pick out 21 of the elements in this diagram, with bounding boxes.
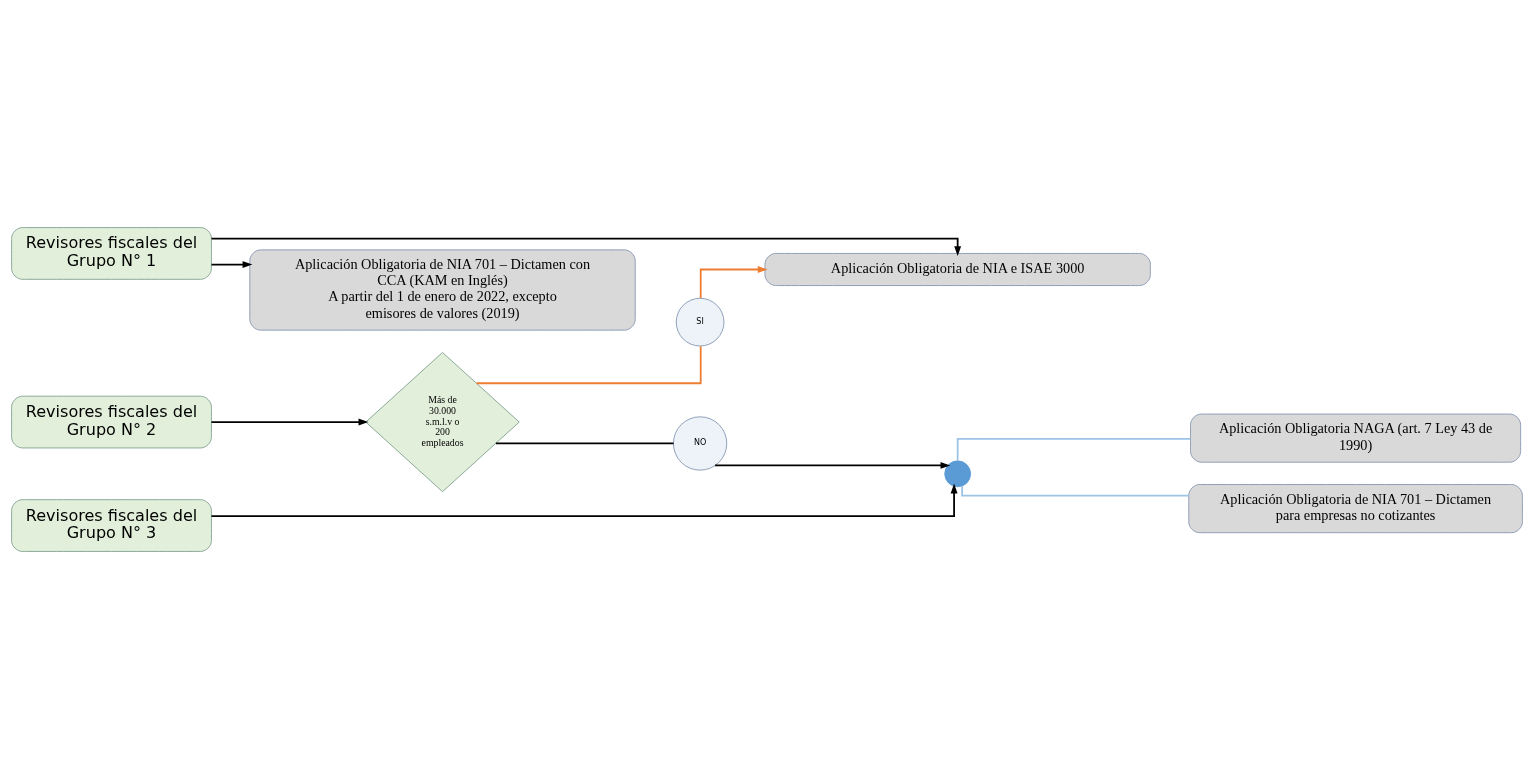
arrow [210, 261, 253, 269]
connector [961, 485, 1190, 497]
node-box: Revisores fiscales del Grupo N° 1 [11, 227, 212, 280]
connector [956, 438, 1192, 462]
node-box: Aplicación Obligatoria NAGA (art. 7 Ley 43 de 1990) [1190, 413, 1522, 463]
arrow [210, 418, 369, 426]
node-box: Aplicación Obligatoria de NIA e ISAE 3000 [764, 253, 1151, 286]
arrow [699, 266, 768, 299]
node-box: Revisores fiscales del Grupo N° 3 [11, 499, 212, 552]
arrow [210, 237, 962, 257]
node-circle [944, 460, 972, 488]
connector [495, 442, 675, 445]
arrow [210, 483, 958, 518]
arrow [714, 462, 951, 469]
node-box: Revisores fiscales del Grupo N° 2 [11, 395, 212, 449]
node-box: Aplicación Obligatoria de NIA 701 – Dictamen con CCA (KAM en Inglés) A partir del 1 de enero de 2022, excepto emisores de valores (2019) [249, 249, 636, 331]
node-diamond: Más de 30.000 s.m.l.v o 200 empleados [365, 352, 520, 493]
connector [475, 345, 702, 385]
node-circle: SI [675, 297, 725, 347]
node-circle: NO [672, 416, 728, 471]
node-box: Aplicación Obligatoria de NIA 701 – Dictamen para empresas no cotizantes [1188, 484, 1523, 534]
